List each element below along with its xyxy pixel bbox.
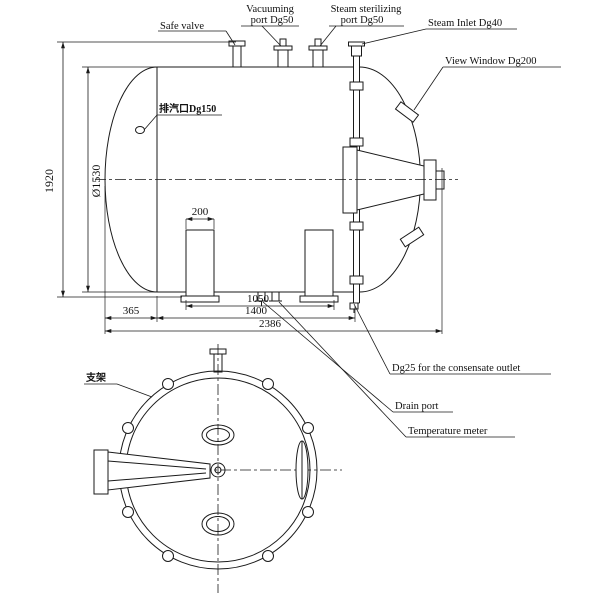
top-valve-fitting bbox=[209, 348, 227, 373]
callout-safe-valve: Safe valve bbox=[158, 21, 236, 46]
label-steam-sterilizing-line1: Steam sterilizing bbox=[331, 4, 403, 15]
callout-exhaust-port: 排汽口Dg150 bbox=[143, 102, 222, 131]
dimension-overall-length: 2386 bbox=[105, 168, 443, 334]
head-port bbox=[135, 126, 145, 134]
upper-oval-port bbox=[201, 424, 235, 446]
label-vacuuming-line1: Vacuuming bbox=[246, 4, 295, 15]
lower-oval-port bbox=[201, 512, 235, 536]
label-view-window: View Window Dg200 bbox=[445, 56, 537, 67]
dim-2386: 2386 bbox=[259, 318, 282, 330]
dimension-head-and-shell-length: 365 1400 bbox=[104, 186, 356, 334]
temperature-meter-fitting bbox=[269, 291, 282, 302]
callout-condensate-outlet: Dg25 for the consensate outlet bbox=[353, 303, 551, 375]
view-window-lower bbox=[399, 226, 425, 248]
label-exhaust-port: 排汽口Dg150 bbox=[159, 102, 216, 115]
label-support-bracket: 支架 bbox=[85, 371, 106, 384]
callout-steam-sterilizing-port: Steam sterilizing port Dg50 bbox=[319, 4, 404, 47]
callout-drain-port: Drain port bbox=[262, 301, 453, 413]
door-spreader-cone bbox=[93, 449, 211, 495]
dim-1400: 1400 bbox=[245, 305, 268, 317]
center-hub bbox=[210, 462, 226, 478]
callout-steam-inlet: Steam Inlet Dg40 bbox=[361, 18, 517, 45]
condensate-outlet-fitting bbox=[349, 302, 359, 313]
flange-lugs bbox=[122, 378, 314, 562]
safe-valve-fitting bbox=[228, 40, 246, 68]
dimension-shell-diameter: Ø1530 bbox=[82, 66, 156, 293]
label-safe-valve: Safe valve bbox=[160, 21, 204, 32]
steam-inlet-fitting bbox=[348, 41, 365, 57]
support-legs bbox=[180, 229, 339, 303]
view-window-upper bbox=[394, 101, 420, 123]
dimension-overall-height: 1920 bbox=[42, 41, 236, 298]
side-view: 1920 Ø1530 200 1050 365 1400 bbox=[42, 4, 561, 438]
dim-1920: 1920 bbox=[42, 169, 56, 193]
dim-1050: 1050 bbox=[247, 293, 270, 305]
dimension-leg-span: 1050 bbox=[185, 293, 335, 310]
dim-1530: Ø1530 bbox=[89, 165, 103, 198]
callout-view-window: View Window Dg200 bbox=[413, 56, 561, 111]
dim-365: 365 bbox=[123, 305, 140, 317]
label-steam-sterilizing-line2: port Dg50 bbox=[341, 15, 384, 26]
callout-support-bracket: 支架 bbox=[84, 371, 153, 398]
callout-temperature-meter: Temperature meter bbox=[278, 301, 515, 438]
dimension-leg-width: 200 bbox=[185, 206, 215, 229]
label-steam-inlet: Steam Inlet Dg40 bbox=[428, 18, 502, 29]
label-drain-port: Drain port bbox=[395, 401, 439, 412]
label-condensate-outlet: Dg25 for the consensate outlet bbox=[392, 363, 520, 374]
dim-200: 200 bbox=[192, 206, 209, 218]
vacuuming-port-fitting bbox=[273, 38, 293, 68]
steam-sterilizing-port-fitting bbox=[308, 38, 328, 68]
hinge-arm-lens bbox=[295, 440, 309, 500]
door-locking-cone bbox=[342, 146, 445, 214]
end-view: 支架 bbox=[84, 344, 342, 593]
label-temperature-meter: Temperature meter bbox=[408, 426, 488, 437]
label-vacuuming-line2: port Dg50 bbox=[251, 15, 294, 26]
callout-vacuuming-port: Vacuuming port Dg50 bbox=[241, 4, 299, 47]
